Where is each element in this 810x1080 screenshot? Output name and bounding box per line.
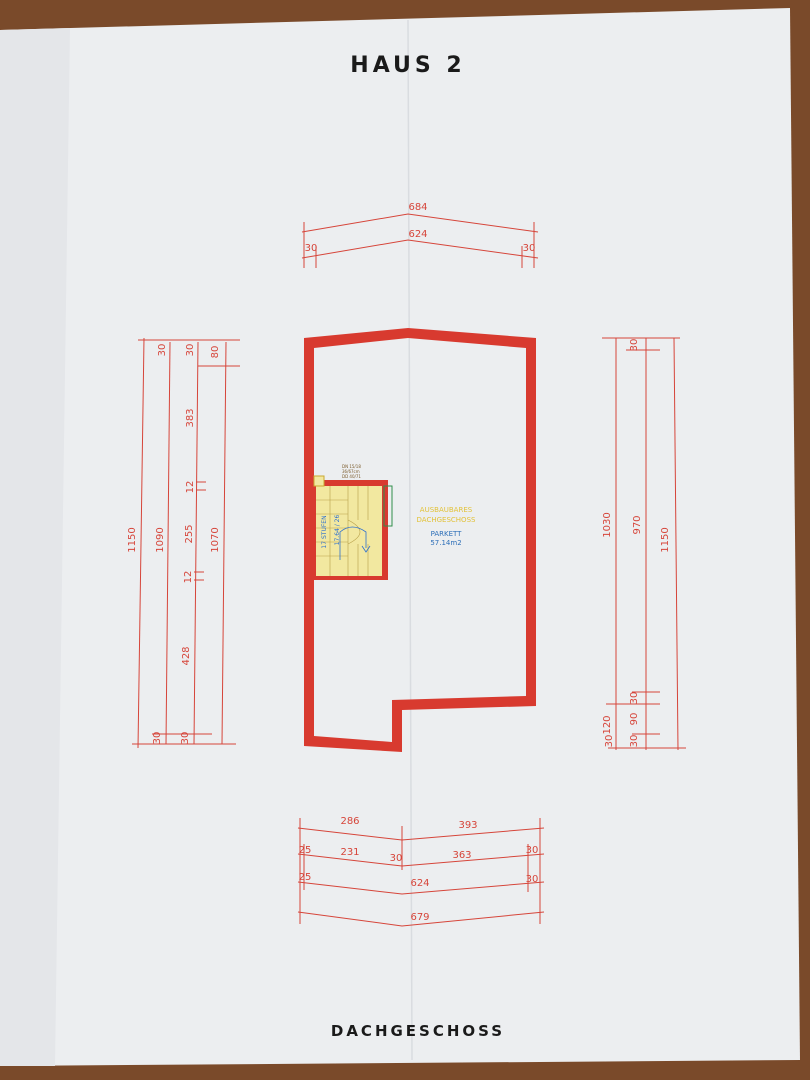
dim-bottom-624: 624 xyxy=(410,878,429,889)
dim-left-80: 80 xyxy=(210,346,221,359)
dim-left-1090: 1090 xyxy=(155,527,166,552)
stair-handrail xyxy=(383,485,393,527)
dim-top-inner: 624 xyxy=(408,229,427,240)
dim-left-30a: 30 xyxy=(157,344,168,357)
dim-bottom-25a: 25 xyxy=(299,845,312,856)
dim-right-30a: 30 xyxy=(629,339,640,352)
room-floor-type: PARKETT xyxy=(431,530,463,538)
sheet-subtitle: DACHGESCHOSS xyxy=(331,1022,505,1040)
dim-bottom-679: 679 xyxy=(410,912,429,923)
dim-right-1150: 1150 xyxy=(660,527,671,552)
dim-bottom-363: 363 xyxy=(452,850,471,861)
dim-left-12a: 12 xyxy=(185,481,196,494)
room-name-line2: DACHGESCHOSS xyxy=(417,516,476,524)
dim-bottom-231: 231 xyxy=(340,847,359,858)
stair-steps-label: 17 STUFEN xyxy=(321,515,328,548)
dim-left-bottom-30b: 30 xyxy=(180,732,191,745)
room-name-line1: AUSBAUBARES xyxy=(420,506,473,514)
paper-left-panel xyxy=(0,28,70,1066)
stair-ratio-label: 17.64 / 26 xyxy=(334,514,341,545)
dim-left-255: 255 xyxy=(184,524,195,543)
dim-right-90: 90 xyxy=(629,713,640,726)
dim-top-left-wall: 30 xyxy=(305,243,318,254)
right-dimensions xyxy=(602,337,686,751)
dim-bottom-30a: 30 xyxy=(390,853,403,864)
dim-bottom-30b: 30 xyxy=(526,845,539,856)
stair-arrowhead xyxy=(361,545,371,553)
dim-right-120: 120 xyxy=(602,715,613,734)
dim-right-1030: 1030 xyxy=(602,512,613,537)
dim-top-right-wall: 30 xyxy=(523,243,536,254)
top-dimensions xyxy=(301,213,539,268)
dim-right-30c: 30 xyxy=(629,735,640,748)
dim-left-bottom-30a: 30 xyxy=(152,732,163,745)
dim-left-12b: 12 xyxy=(183,571,194,584)
bottom-dimensions xyxy=(297,818,545,927)
paper-sheet xyxy=(0,8,800,1066)
dim-right-30b: 30 xyxy=(629,692,640,705)
stair-well xyxy=(312,475,393,580)
dim-top-outer: 684 xyxy=(408,202,427,213)
stair-note-3: DD 40/71 xyxy=(342,474,361,479)
dim-left-1070: 1070 xyxy=(210,527,221,552)
dim-bottom-30c: 30 xyxy=(526,874,539,885)
dim-left-30b: 30 xyxy=(185,344,196,357)
dim-left-428: 428 xyxy=(181,646,192,665)
dim-right-970: 970 xyxy=(632,515,643,534)
sheet-title: HAUS 2 xyxy=(350,53,465,78)
room-area: 57.14m2 xyxy=(430,539,461,547)
dim-bottom-25b: 25 xyxy=(299,872,312,883)
paper-fold xyxy=(407,19,413,1061)
stair-note-2: 36/67cm xyxy=(342,469,360,474)
dim-bottom-286: 286 xyxy=(340,816,359,827)
dim-right-30d: 30 xyxy=(604,735,615,748)
stair-newel xyxy=(313,475,325,487)
stair-note-1: DN 15/18 xyxy=(342,464,361,469)
dim-bottom-393: 393 xyxy=(458,820,477,831)
left-dimensions xyxy=(132,337,240,749)
stair-arrow xyxy=(339,526,367,560)
dim-left-383: 383 xyxy=(185,408,196,427)
dim-left-total: 1150 xyxy=(127,527,138,552)
